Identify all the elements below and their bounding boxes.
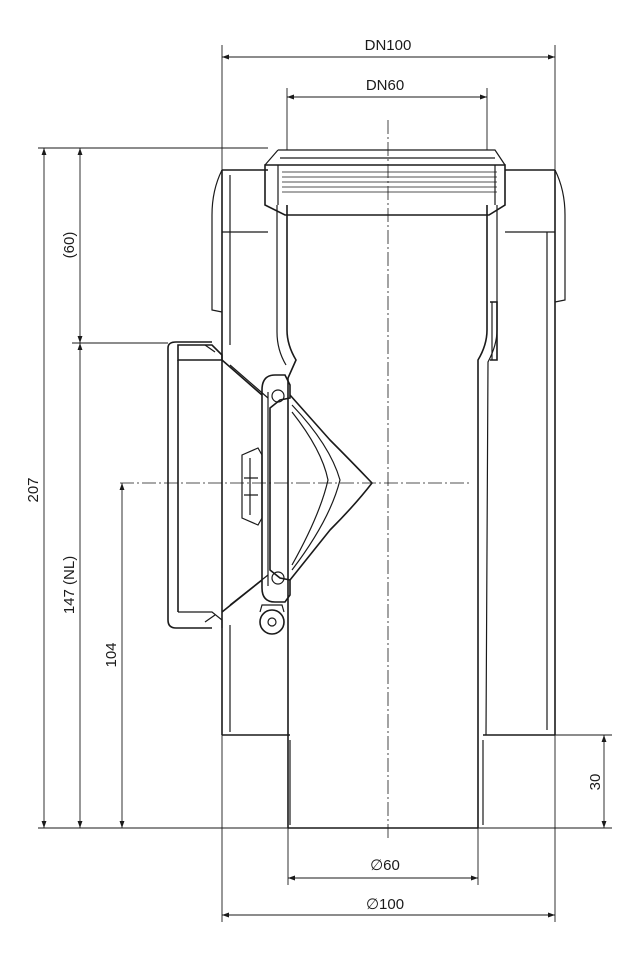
dimension-label-207: 207 [25, 477, 42, 502]
dimension-label-dia60: ∅60 [370, 857, 400, 874]
dimension-label-30: 30 [587, 774, 604, 791]
dimension-label-104: 104 [103, 642, 120, 667]
dimension-label-147: 147 (NL) [61, 556, 78, 614]
dimension-147: 147 (NL) [61, 343, 83, 828]
extension-lines [38, 45, 612, 922]
dimension-label-dn100: DN100 [365, 37, 412, 54]
dimension-207: 207 [25, 148, 47, 828]
dimension-label-dn60: DN60 [366, 77, 404, 94]
dimension-dn60: DN60 [287, 77, 487, 100]
center-lines [120, 120, 470, 840]
dimension-104: 104 [103, 483, 125, 828]
dimension-dia100: ∅100 [222, 896, 555, 918]
dimension-dn100: DN100 [222, 37, 555, 60]
dimension-dia60: ∅60 [288, 857, 478, 881]
dimension-60: (60) [61, 148, 83, 343]
dimension-30: 30 [587, 735, 607, 828]
dimension-label-dia100: ∅100 [366, 896, 404, 913]
pipe-body [167, 149, 566, 829]
dimension-label-60: (60) [61, 232, 78, 259]
